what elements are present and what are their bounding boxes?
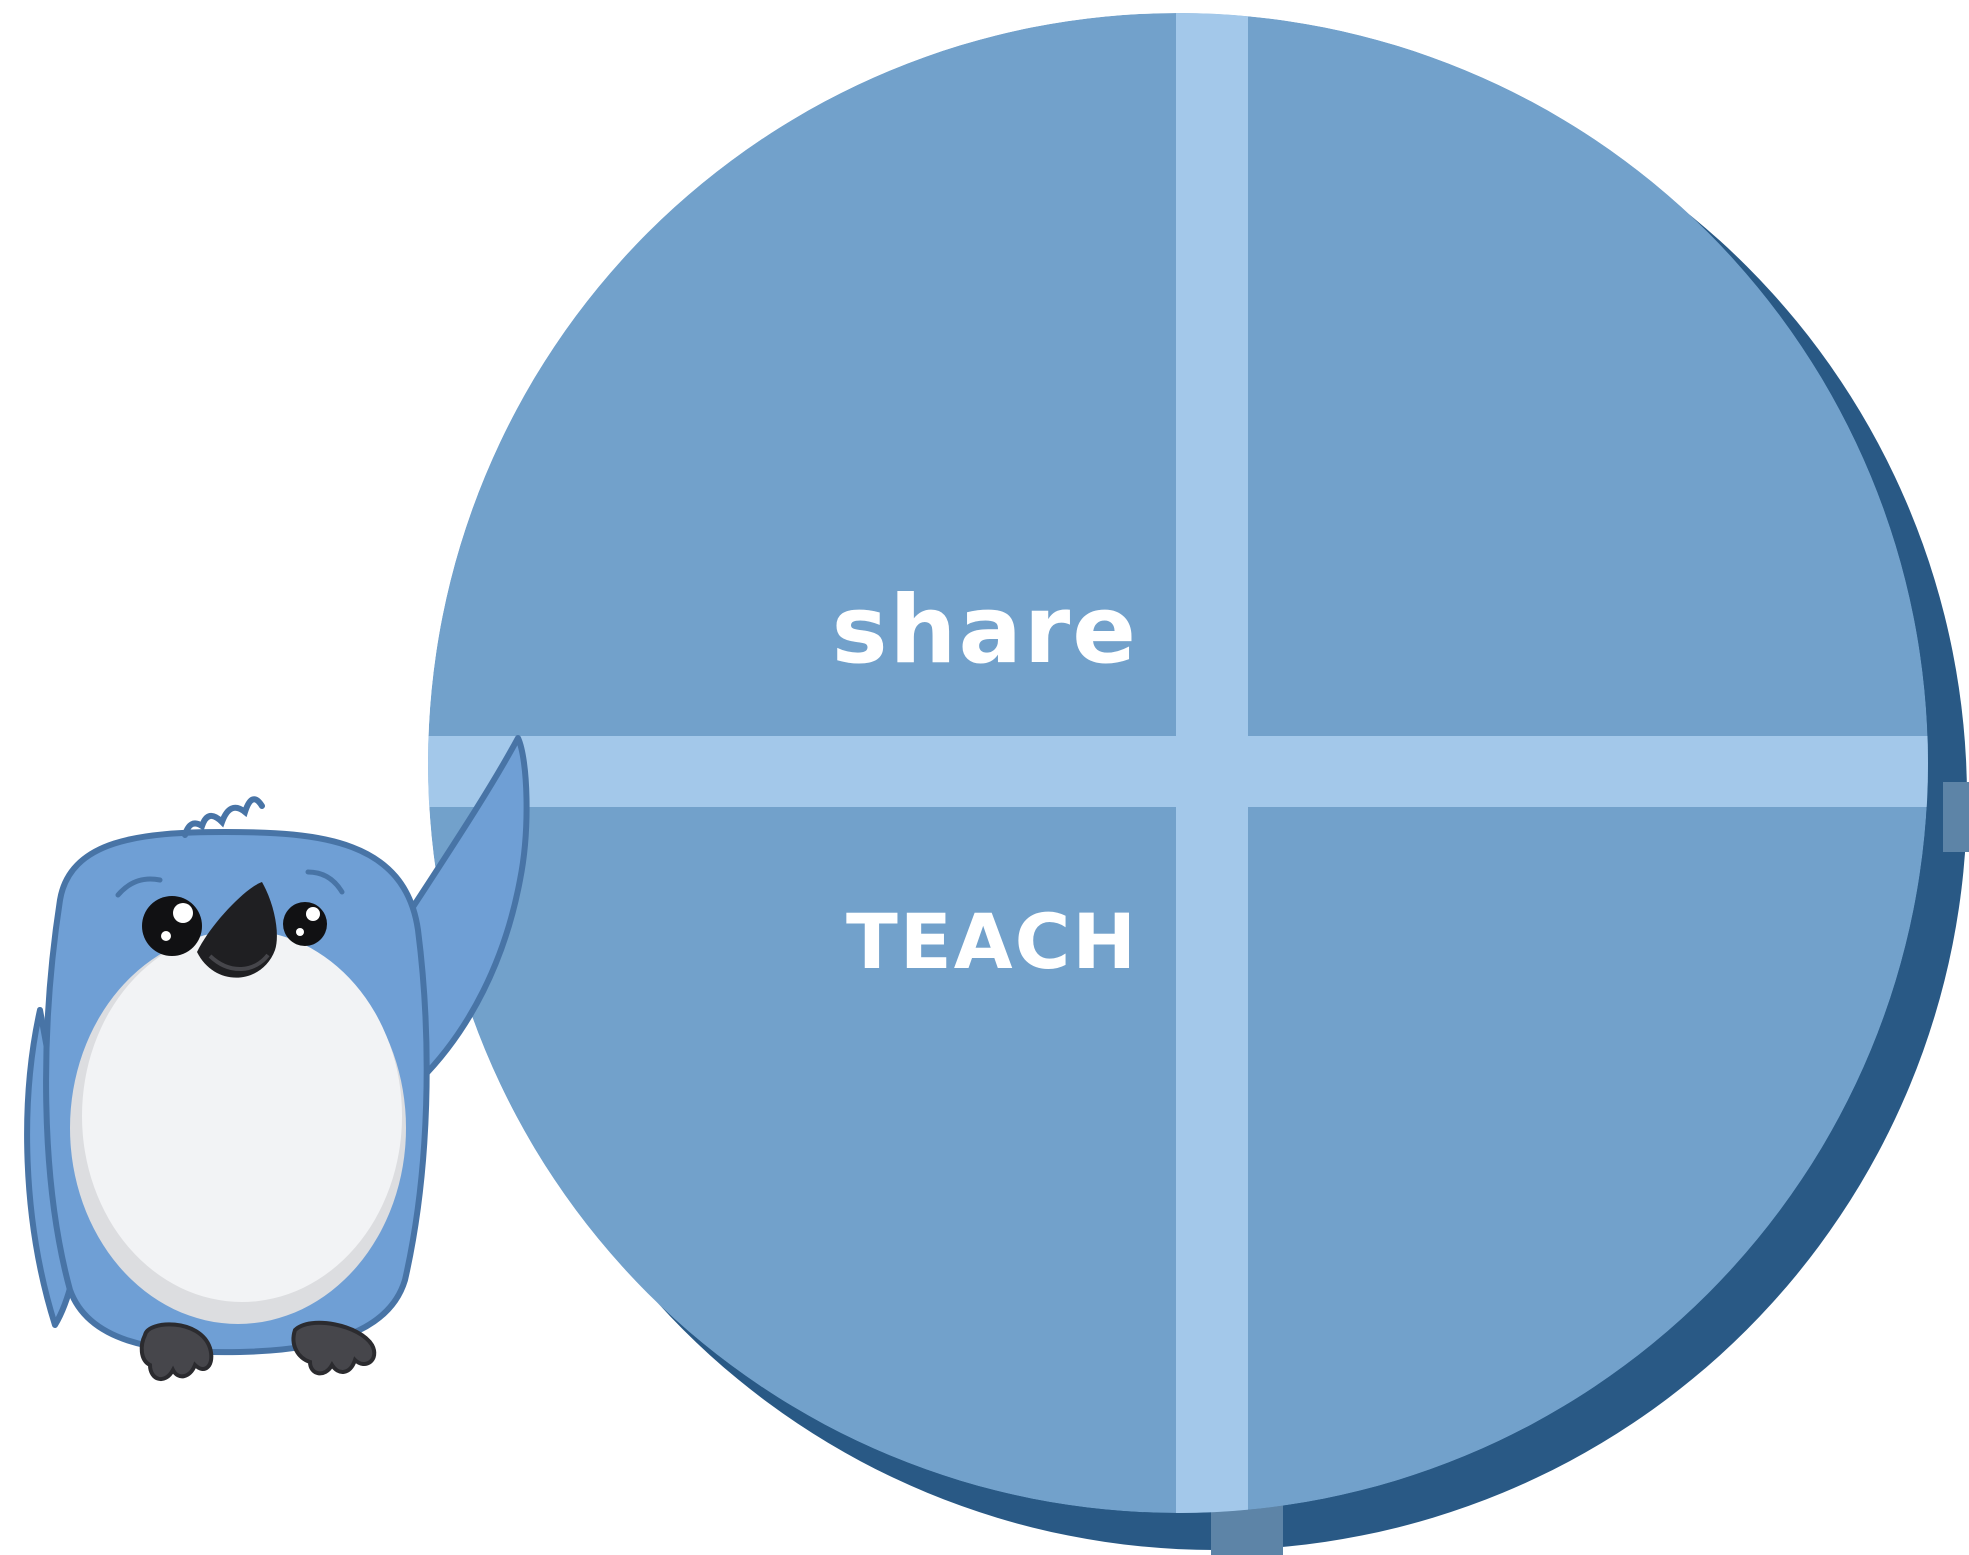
penguin-hair [182,796,265,838]
penguin-eye-left [142,896,202,956]
penguin-arm [395,735,530,1083]
label-share: share [832,576,1138,685]
divider-shadow-horizontal [1943,782,1969,852]
penguin-beak [197,882,277,978]
penguin-belly [82,930,402,1302]
divider-horizontal [428,736,1928,807]
quadrant-circle [428,13,1928,1513]
label-teach: TEACH [846,897,1138,986]
penguin-foot-left [139,1322,214,1381]
penguin-foot-right [291,1320,377,1376]
penguin-eye-right [283,902,327,946]
penguin-mascot-icon [24,735,530,1381]
